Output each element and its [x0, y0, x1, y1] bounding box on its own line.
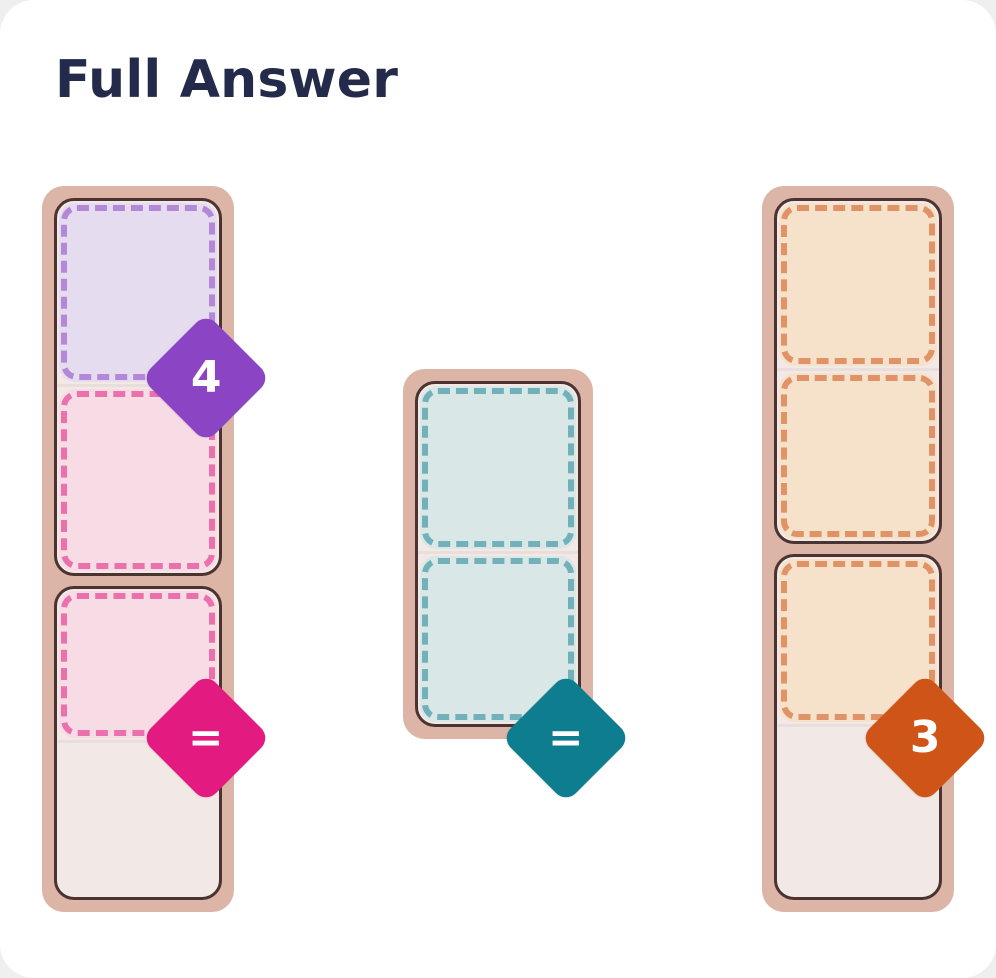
- pip: [457, 407, 479, 429]
- pip: [457, 577, 479, 599]
- pip: [158, 413, 179, 435]
- pip: [97, 469, 118, 491]
- pip: [878, 852, 899, 874]
- pip: [457, 679, 479, 701]
- badge-label: =: [548, 712, 584, 762]
- pip: [158, 653, 179, 675]
- pip: [158, 469, 179, 491]
- column-left[interactable]: [42, 186, 234, 912]
- pip: [817, 801, 838, 823]
- pip: [97, 698, 118, 720]
- badge-label: =: [188, 712, 224, 762]
- pip: [97, 336, 118, 358]
- column-right[interactable]: [762, 186, 954, 912]
- domino-1-1[interactable]: [774, 198, 942, 544]
- pip: [517, 577, 539, 599]
- highlight-outline-teal: [422, 388, 574, 547]
- pip: [97, 609, 118, 631]
- domino-half-bottom[interactable]: [777, 371, 939, 541]
- pip: [97, 653, 118, 675]
- pip: [158, 226, 179, 248]
- pip: [817, 852, 838, 874]
- pip: [158, 609, 179, 631]
- pip: [847, 445, 869, 467]
- pip: [457, 506, 479, 528]
- half-tint: [420, 386, 576, 549]
- pip: [97, 226, 118, 248]
- page-title: Full Answer: [55, 50, 399, 110]
- pip: [97, 525, 118, 547]
- pip: [847, 273, 869, 295]
- domino-half-top[interactable]: [777, 201, 939, 371]
- pip: [517, 679, 539, 701]
- pip: [517, 407, 539, 429]
- pip: [817, 750, 838, 772]
- badge-label: 4: [190, 352, 222, 403]
- pip: [97, 413, 118, 435]
- pip: [878, 801, 899, 823]
- badge-label: 3: [909, 712, 941, 763]
- pip: [847, 629, 869, 651]
- pip: [517, 506, 539, 528]
- domino-4-4[interactable]: [415, 381, 581, 727]
- pip: [158, 525, 179, 547]
- domino-half-top[interactable]: [418, 384, 578, 554]
